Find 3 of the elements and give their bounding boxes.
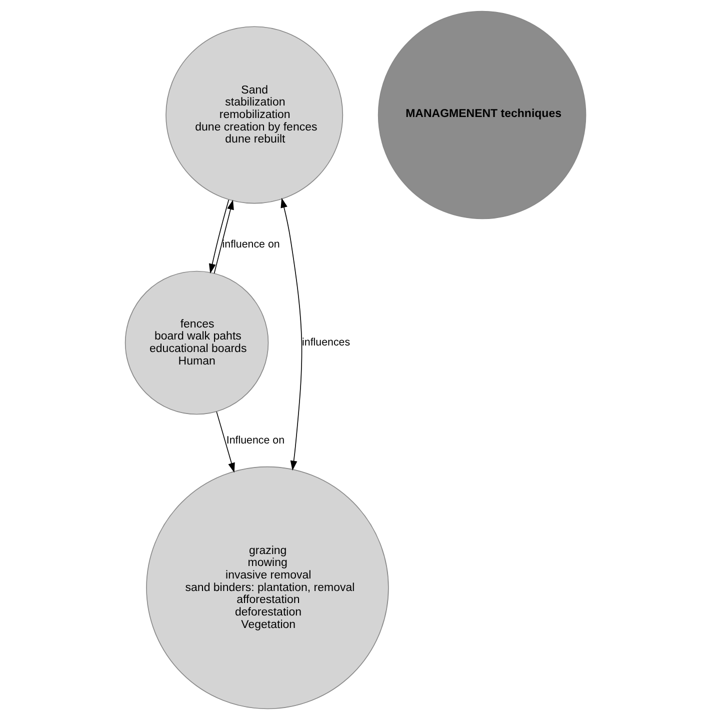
edge-label: Influence on <box>226 434 284 446</box>
edge-label: influence on <box>222 238 280 251</box>
edge-label: influences <box>302 336 350 349</box>
